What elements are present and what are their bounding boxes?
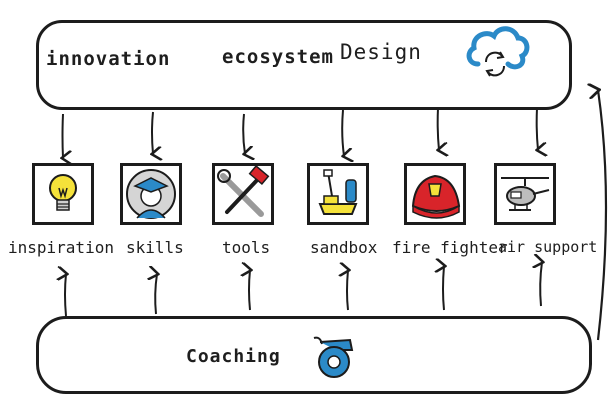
helicopter-icon (501, 177, 550, 211)
down-arrow (152, 111, 153, 154)
down-arrow (438, 107, 439, 150)
down-arrow (537, 107, 538, 150)
title-word-innovation: innovation (46, 48, 171, 70)
label-fire-fighter: fire fighter (392, 238, 508, 257)
firefighter-helmet-icon (411, 174, 461, 219)
up-arrows (65, 262, 542, 317)
coaching-label: Coaching (186, 346, 281, 367)
down-arrow (243, 113, 245, 154)
wrench-hammer-icon (217, 166, 270, 217)
label-inspiration: inspiration (8, 238, 114, 257)
tile-inspiration (32, 163, 94, 225)
down-arrow (63, 113, 64, 158)
tile-sandbox (307, 163, 369, 225)
up-arrow (249, 270, 250, 311)
up-arrow (155, 274, 157, 315)
tile-fire-fighter (404, 163, 466, 225)
whistle-icon (313, 336, 354, 378)
down-arrows (63, 107, 539, 158)
cloud-cycle-icon (466, 26, 530, 77)
label-air-support: air support (498, 238, 598, 256)
coaching-box (36, 316, 592, 394)
down-arrow (342, 109, 344, 156)
tile-tools (212, 163, 274, 225)
lightbulb-icon (49, 174, 77, 211)
label-skills: skills (126, 238, 184, 257)
title-word-design: Design (340, 40, 422, 64)
title-word-ecosystem: ecosystem (222, 46, 334, 68)
tile-air-support (494, 163, 556, 225)
up-arrow (347, 270, 348, 311)
label-tools: tools (222, 238, 271, 257)
up-arrow (540, 262, 542, 307)
tile-skills (120, 163, 182, 225)
sandbox-toys-icon (318, 169, 358, 215)
up-arrow (65, 274, 66, 317)
feedback-arrow (598, 90, 608, 341)
label-sandbox: sandbox (310, 238, 378, 257)
up-arrow (443, 266, 444, 311)
graduate-icon (126, 169, 176, 219)
